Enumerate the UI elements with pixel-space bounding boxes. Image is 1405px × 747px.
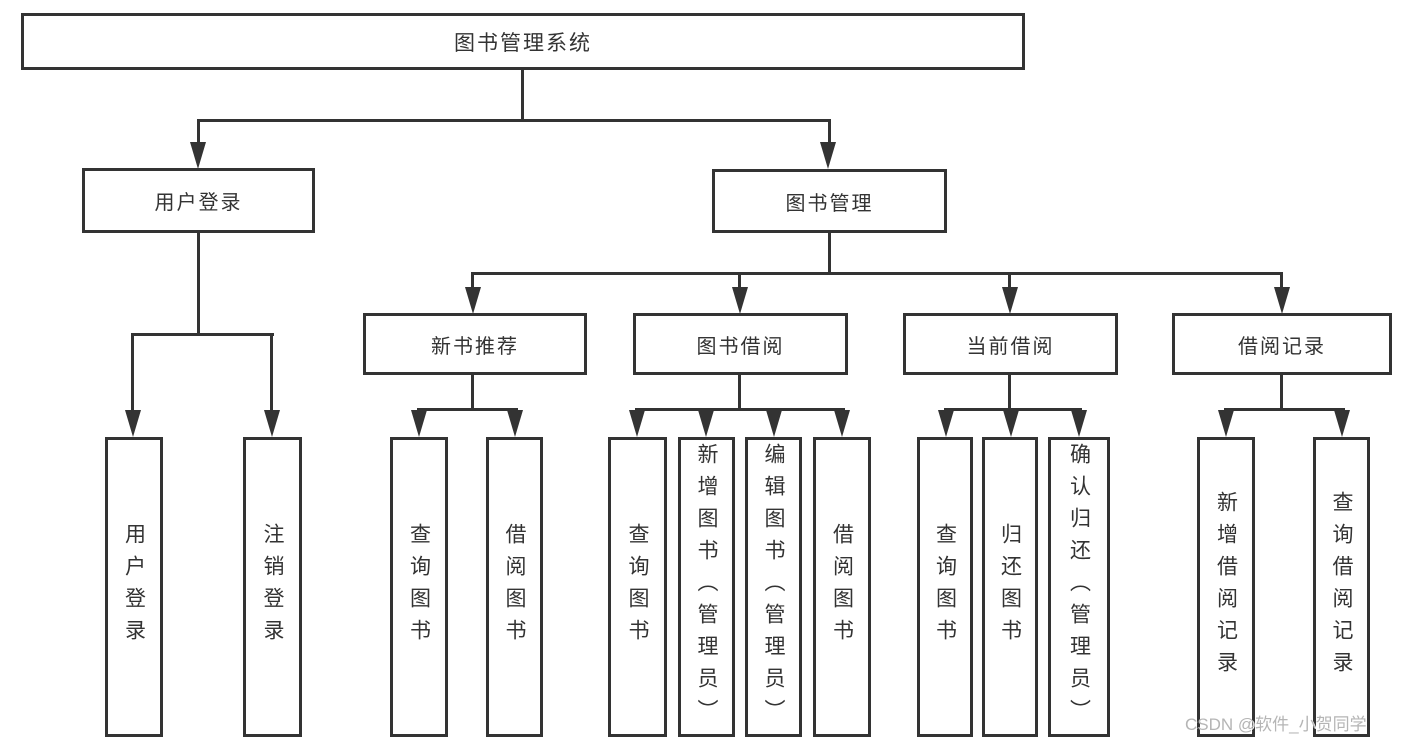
node-book-borrow-label: 图书借阅 xyxy=(696,335,785,358)
leaf-return-books: 归还图书 xyxy=(982,437,1038,737)
node-user-login-label: 用户登录 xyxy=(154,192,243,214)
arrow-down-icon xyxy=(190,142,206,169)
arrow-down-icon xyxy=(1334,410,1350,437)
connector-line xyxy=(131,333,134,411)
connector-line xyxy=(270,333,273,411)
leaf-query-books-recommend: 查询图书 xyxy=(390,437,448,737)
leaf-borrow-books: 借阅图书 xyxy=(813,437,871,737)
connector-line xyxy=(635,408,845,411)
connector-line xyxy=(828,119,831,145)
arrow-down-icon xyxy=(1002,287,1018,314)
arrow-down-icon xyxy=(698,410,714,437)
node-borrow-records: 借阅记录 xyxy=(1172,313,1392,375)
arrow-down-icon xyxy=(465,287,481,314)
leaf-query-books-borrow: 查询图书 xyxy=(608,437,667,737)
node-borrow-records-label: 借阅记录 xyxy=(1238,335,1326,358)
arrow-down-icon xyxy=(629,410,645,437)
leaf-user-login-label: 用户登录 xyxy=(122,523,146,651)
connector-line xyxy=(738,272,741,289)
node-library-system-label: 图书管理系统 xyxy=(454,31,592,55)
arrow-down-icon xyxy=(938,410,954,437)
node-book-management-label: 图书管理 xyxy=(785,192,874,215)
leaf-add-books-admin-label: 新增图书（管理员） xyxy=(695,443,718,731)
connector-line xyxy=(738,375,741,411)
node-new-book-recommend-label: 新书推荐 xyxy=(431,335,519,358)
arrow-down-icon xyxy=(766,410,782,437)
leaf-logout: 注销登录 xyxy=(243,437,302,737)
leaf-query-borrow-record: 查询借阅记录 xyxy=(1313,437,1370,737)
watermark: CSDN @软件_小贺同学 xyxy=(1185,715,1367,734)
node-library-system: 图书管理系统 xyxy=(21,13,1025,70)
connector-line xyxy=(944,408,1082,411)
leaf-borrow-books-label: 借阅图书 xyxy=(830,523,854,651)
leaf-query-borrow-record-label: 查询借阅记录 xyxy=(1330,491,1353,683)
arrow-down-icon xyxy=(411,410,427,437)
connector-line xyxy=(197,119,831,122)
leaf-user-login: 用户登录 xyxy=(105,437,163,737)
arrow-down-icon xyxy=(820,142,836,169)
leaf-borrow-books-recommend: 借阅图书 xyxy=(486,437,543,737)
leaf-add-borrow-record-label: 新增借阅记录 xyxy=(1214,491,1238,683)
connector-line xyxy=(417,408,518,411)
leaf-query-books-current-label: 查询图书 xyxy=(933,523,957,651)
connector-line xyxy=(1224,408,1345,411)
connector-line xyxy=(471,375,474,411)
arrow-down-icon xyxy=(507,410,523,437)
leaf-return-books-label: 归还图书 xyxy=(998,523,1022,651)
arrow-down-icon xyxy=(1218,410,1234,437)
connector-line xyxy=(471,272,474,289)
arrow-down-icon xyxy=(834,410,850,437)
node-new-book-recommend: 新书推荐 xyxy=(363,313,587,375)
node-current-borrow: 当前借阅 xyxy=(903,313,1118,375)
leaf-add-books-admin: 新增图书（管理员） xyxy=(678,437,735,737)
leaf-confirm-return-admin-label: 确认归还（管理员） xyxy=(1067,443,1091,731)
node-current-borrow-label: 当前借阅 xyxy=(966,335,1055,358)
connector-line xyxy=(828,232,831,275)
arrow-down-icon xyxy=(1071,410,1087,437)
leaf-query-books-borrow-label: 查询图书 xyxy=(626,523,649,651)
leaf-edit-books-admin: 编辑图书（管理员） xyxy=(745,437,802,737)
connector-line xyxy=(131,333,274,336)
leaf-logout-label: 注销登录 xyxy=(261,523,284,651)
arrow-down-icon xyxy=(125,410,141,437)
connector-line xyxy=(1008,375,1011,411)
connector-line xyxy=(1280,375,1283,411)
node-user-login: 用户登录 xyxy=(82,168,315,233)
leaf-query-books-recommend-label: 查询图书 xyxy=(407,523,431,651)
leaf-confirm-return-admin: 确认归还（管理员） xyxy=(1048,437,1110,737)
connector-line xyxy=(197,119,200,145)
arrow-down-icon xyxy=(732,287,748,314)
leaf-edit-books-admin-label: 编辑图书（管理员） xyxy=(762,443,785,731)
arrow-down-icon xyxy=(264,410,280,437)
connector-line xyxy=(471,272,1283,275)
leaf-query-books-current: 查询图书 xyxy=(917,437,973,737)
connector-line xyxy=(197,232,200,335)
leaf-borrow-books-recommend-label: 借阅图书 xyxy=(503,523,526,651)
arrow-down-icon xyxy=(1274,287,1290,314)
connector-line xyxy=(1280,272,1283,289)
node-book-borrow: 图书借阅 xyxy=(633,313,848,375)
connector-line xyxy=(521,69,524,119)
connector-line xyxy=(1008,272,1011,289)
arrow-down-icon xyxy=(1003,410,1019,437)
leaf-add-borrow-record: 新增借阅记录 xyxy=(1197,437,1255,737)
node-book-management: 图书管理 xyxy=(712,169,947,233)
